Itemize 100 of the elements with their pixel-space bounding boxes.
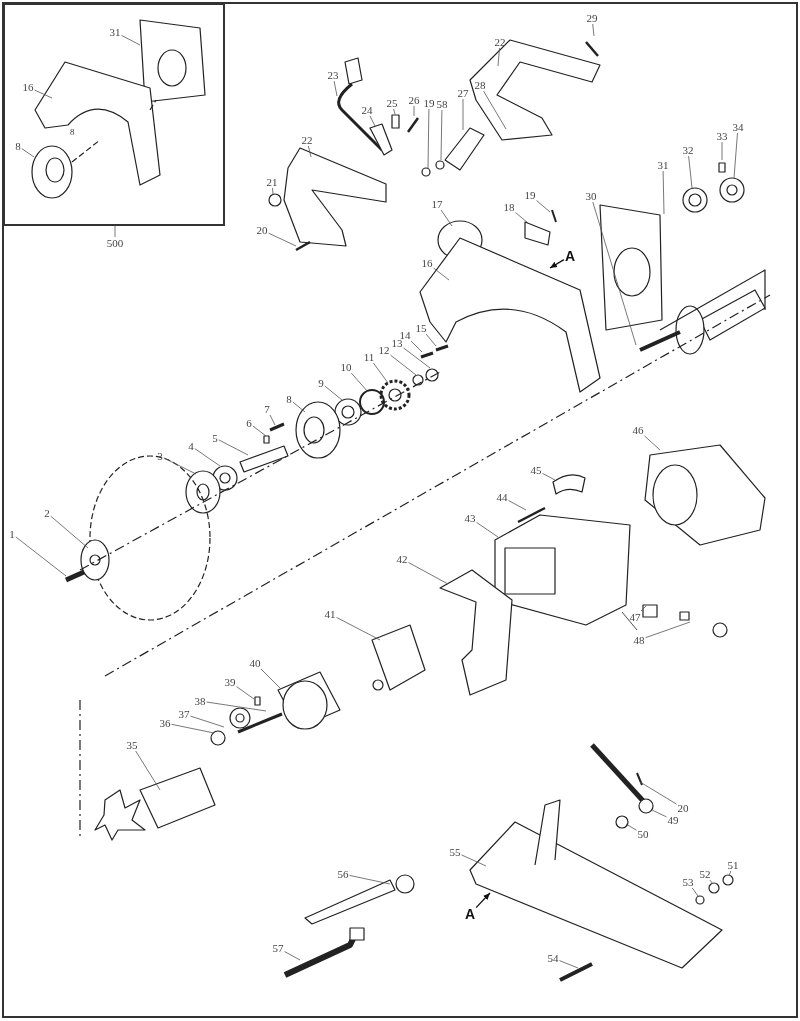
callout-number: 56 [336,868,350,880]
callout-number: 45 [529,464,543,476]
callout-number: 58 [435,98,449,110]
callout-number: 7 [263,403,271,415]
callout-number: 12 [377,344,391,356]
callout-number: 46 [631,424,645,436]
callout-number: 6 [245,417,253,429]
leader-line [349,875,391,885]
leader-line [592,23,595,37]
leader-line [308,145,312,158]
reference-letter: A [563,248,577,264]
leader-line [483,90,507,130]
callout-number: 11 [362,351,376,363]
leader-line [508,500,527,511]
leader-line [639,781,677,805]
leader-line [218,439,249,456]
callout-number: 54 [546,952,560,964]
leader-line [651,809,667,818]
callout-number: 5 [211,432,219,444]
callout-number: 8 [285,393,293,405]
callout-number: 53 [681,876,695,888]
leader-line [691,887,699,897]
leader-line [390,354,417,376]
callout-number: 9 [317,377,325,389]
leader-line [268,232,297,247]
callout-number: 31 [656,159,670,171]
leader-line [171,723,215,734]
leader-line [440,209,453,227]
leader-line [34,89,53,99]
pointer-arrow [549,258,565,269]
callout-number: 32 [681,144,695,156]
leader-line [461,854,487,867]
leader-line [721,141,723,161]
leader-line [190,715,225,728]
callout-number: 26 [407,94,421,106]
callout-number: 41 [323,608,337,620]
callout-number: 18 [502,201,516,213]
leader-line [272,187,274,195]
leader-line [373,362,389,384]
callout-number: 25 [385,97,399,109]
callout-number: 57 [271,942,285,954]
leader-line [194,448,221,467]
callout-number: 16 [420,257,434,269]
leader-line [433,267,450,281]
leader-line [709,879,714,885]
leader-line [50,515,89,549]
callout-number: 1 [8,528,16,540]
callout-number: 30 [584,190,598,202]
leader-line [333,80,338,97]
callout-number: 19 [523,189,537,201]
leader-line [292,401,306,413]
leader-line [497,47,500,67]
leader-line [662,170,665,215]
callout-number: 19 [422,97,436,109]
callout-number: 20 [255,224,269,236]
callout-number: 48 [632,634,646,646]
callout-number: 44 [495,491,509,503]
leader-line [640,605,647,612]
leader-line [350,372,369,393]
leader-line [476,522,499,538]
leader-line [252,425,267,437]
callout-number: 36 [158,717,172,729]
leader-line [733,132,738,179]
callout-number: 43 [463,512,477,524]
callout-number: 39 [223,676,237,688]
pointer-arrow [475,892,491,909]
leader-line [644,435,661,451]
reference-letter: A [463,906,477,922]
callout-number: 500 [105,237,125,249]
leader-line [625,823,637,831]
callout-number: 37 [177,708,191,720]
callout-number: 21 [265,176,279,188]
leader-line [21,148,35,158]
leader-line [269,414,276,426]
callout-number: 15 [414,322,428,334]
callout-number: 4 [187,440,195,452]
callout-number: 47 [628,611,642,623]
callout-number: 31 [108,26,122,38]
leader-line [425,333,437,347]
callout-number: 22 [493,36,507,48]
callout-number: 34 [731,121,745,133]
leader-line [427,108,430,169]
leader-line [393,108,396,115]
leader-line [135,750,161,791]
callout-number: 20 [676,802,690,814]
leader-line [236,686,255,700]
callout-number: 17 [430,198,444,210]
part-marking: 8 [70,127,75,137]
callout-number: 23 [326,69,340,81]
leader-line [15,536,67,577]
leader-line [536,200,551,213]
callout-number: 8 [14,140,22,152]
callout-number: 24 [360,104,374,116]
leader-line [440,109,443,161]
callout-number: 52 [698,868,712,880]
callout-number: 33 [715,130,729,142]
leader-line [592,201,637,346]
leader-line [206,701,267,712]
callout-number: 42 [395,553,409,565]
callout-number: 27 [456,87,470,99]
